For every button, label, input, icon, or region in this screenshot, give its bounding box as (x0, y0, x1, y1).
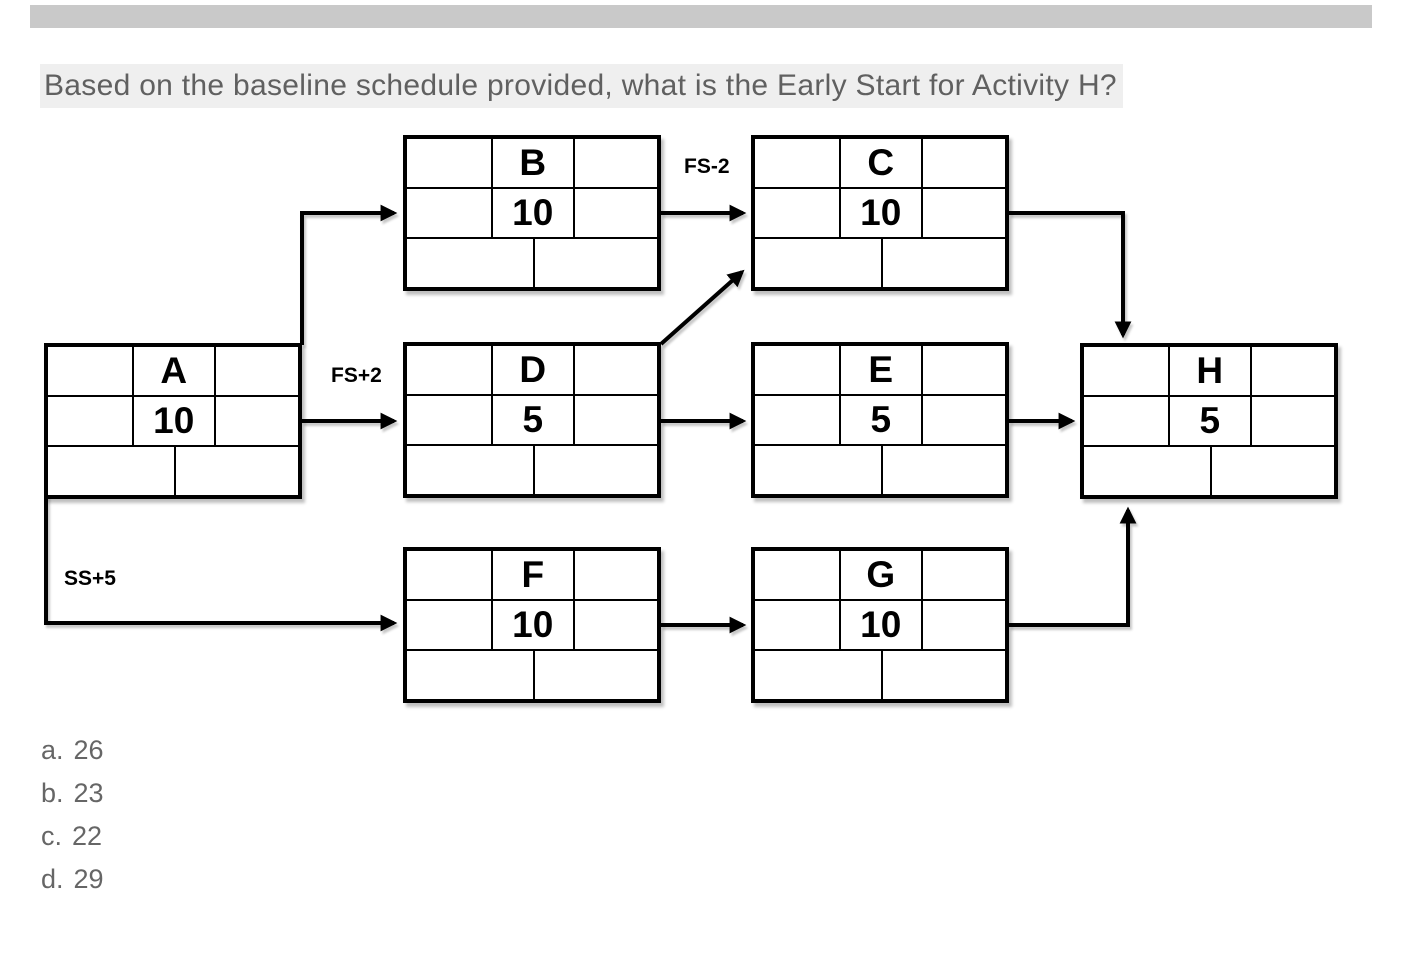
activity-node-D: D 5 (403, 342, 661, 498)
lf-cell (533, 446, 657, 494)
left-cell (48, 397, 132, 445)
es-cell (407, 346, 491, 394)
lf-cell (881, 239, 1005, 287)
answer-option-b[interactable]: b. 23 (41, 778, 104, 821)
es-cell (755, 551, 839, 599)
answer-option-c[interactable]: c. 22 (41, 821, 104, 864)
lf-cell (1210, 447, 1334, 495)
activity-name: D (490, 346, 573, 394)
activity-node-C: C 10 (751, 135, 1009, 291)
ls-cell (1084, 447, 1210, 495)
lf-cell (533, 239, 657, 287)
answer-value: 29 (73, 864, 104, 894)
ls-cell (755, 446, 881, 494)
answer-value: 22 (72, 821, 103, 851)
edge-label-ss-plus-5: SS+5 (64, 567, 116, 590)
activity-name: C (838, 139, 921, 187)
answer-marker: a. (41, 735, 64, 765)
ef-cell (920, 346, 1005, 394)
activity-duration: 10 (490, 601, 573, 649)
activity-duration: 10 (490, 189, 573, 237)
ef-cell (572, 139, 657, 187)
ef-cell (1249, 347, 1334, 395)
top-bar (30, 5, 1372, 28)
ef-cell (572, 551, 657, 599)
activity-duration: 10 (838, 601, 921, 649)
left-cell (755, 396, 839, 444)
edge-A-F (44, 495, 398, 632)
es-cell (755, 346, 839, 394)
answer-value: 23 (73, 778, 104, 808)
answer-marker: c. (41, 821, 63, 851)
right-cell (920, 601, 1005, 649)
left-cell (755, 601, 839, 649)
ef-cell (920, 139, 1005, 187)
answer-option-d[interactable]: d. 29 (41, 864, 104, 907)
right-cell (572, 601, 657, 649)
right-cell (1249, 397, 1334, 445)
es-cell (755, 139, 839, 187)
edge-label-fs-plus-2: FS+2 (331, 364, 382, 387)
answer-options: a. 26 b. 23 c. 22 d. 29 (41, 735, 104, 907)
question-text: Based on the baseline schedule provided,… (40, 64, 1123, 108)
lf-cell (533, 651, 657, 699)
es-cell (48, 347, 132, 395)
activity-name: A (131, 347, 214, 395)
right-cell (213, 397, 298, 445)
edge-label-fs-minus-2: FS-2 (684, 155, 730, 178)
ls-cell (755, 239, 881, 287)
right-cell (572, 396, 657, 444)
right-cell (920, 396, 1005, 444)
activity-node-E: E 5 (751, 342, 1009, 498)
ls-cell (755, 651, 881, 699)
activity-duration: 5 (1167, 397, 1250, 445)
es-cell (407, 139, 491, 187)
activity-duration: 10 (131, 397, 214, 445)
ef-cell (213, 347, 298, 395)
activity-duration: 5 (838, 396, 921, 444)
ef-cell (572, 346, 657, 394)
lf-cell (881, 651, 1005, 699)
ls-cell (407, 446, 533, 494)
edge-A-B (300, 204, 398, 345)
es-cell (407, 551, 491, 599)
answer-option-a[interactable]: a. 26 (41, 735, 104, 778)
answer-marker: d. (41, 864, 64, 894)
left-cell (407, 396, 491, 444)
activity-name: F (490, 551, 573, 599)
left-cell (407, 601, 491, 649)
edge-C-H (1009, 211, 1132, 339)
question: Based on the baseline schedule provided,… (40, 64, 1123, 108)
lf-cell (174, 447, 298, 495)
edge-G-H (1009, 506, 1137, 627)
left-cell (755, 189, 839, 237)
left-cell (1084, 397, 1168, 445)
activity-node-F: F 10 (403, 547, 661, 703)
answer-marker: b. (41, 778, 64, 808)
activity-duration: 10 (838, 189, 921, 237)
activity-node-H: H 5 (1080, 343, 1338, 499)
activity-name: G (838, 551, 921, 599)
edge-D-C (659, 269, 745, 346)
ef-cell (920, 551, 1005, 599)
es-cell (1084, 347, 1168, 395)
ls-cell (48, 447, 174, 495)
right-cell (920, 189, 1005, 237)
answer-value: 26 (73, 735, 104, 765)
right-cell (572, 189, 657, 237)
ls-cell (407, 239, 533, 287)
left-cell (407, 189, 491, 237)
activity-name: H (1167, 347, 1250, 395)
lf-cell (881, 446, 1005, 494)
activity-node-B: B 10 (403, 135, 661, 291)
activity-duration: 5 (490, 396, 573, 444)
activity-node-A: A 10 (44, 343, 302, 499)
activity-name: E (838, 346, 921, 394)
ls-cell (407, 651, 533, 699)
activity-node-G: G 10 (751, 547, 1009, 703)
activity-name: B (490, 139, 573, 187)
